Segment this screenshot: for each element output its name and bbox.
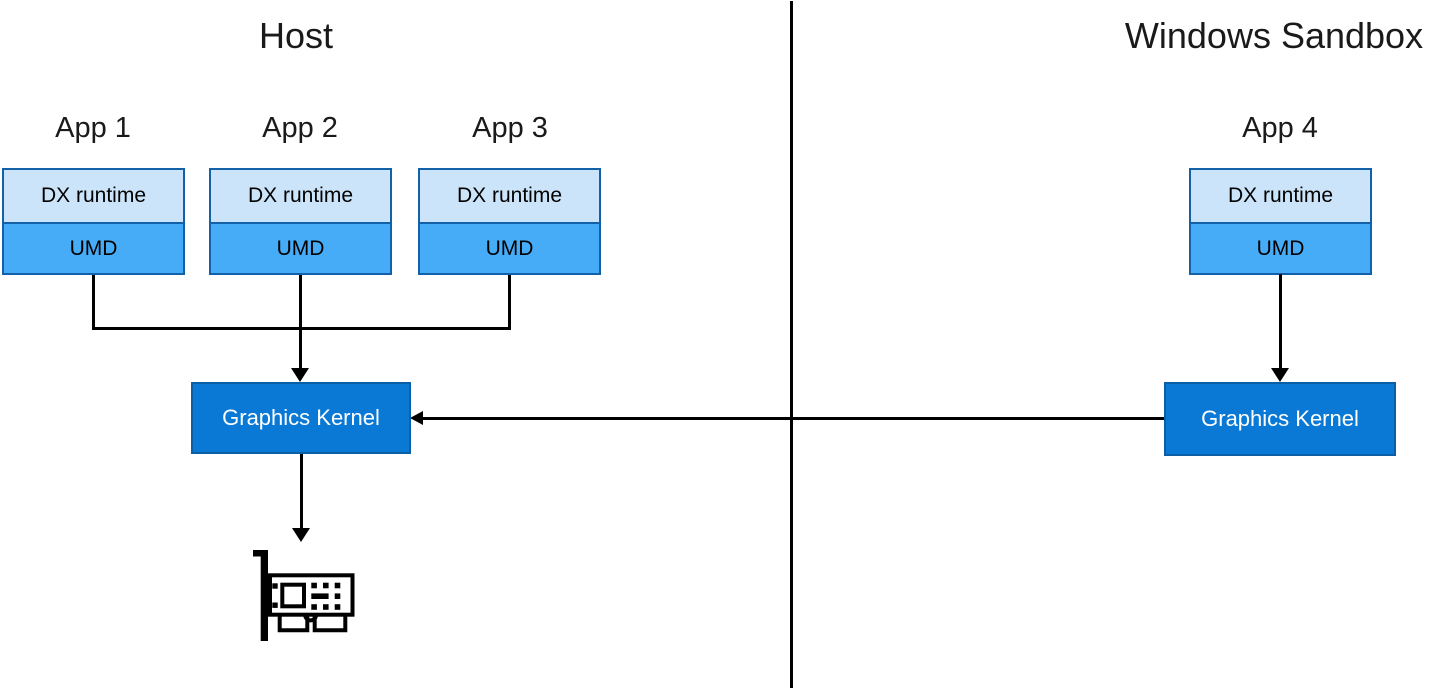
host-panel-title: Host: [258, 15, 334, 56]
app2-umd-box: UMD: [211, 224, 390, 273]
app2-label: App 2: [262, 112, 338, 144]
app2-dx-runtime-box: DX runtime: [211, 170, 390, 224]
host-graphics-kernel-box: Graphics Kernel: [191, 382, 411, 454]
connector-app4-drop-line: [1279, 274, 1282, 370]
app3-label: App 3: [472, 112, 548, 144]
app4-umd-box: UMD: [1191, 224, 1370, 273]
connector-kernel-to-gpu-line: [300, 454, 303, 530]
connector-app3-drop-line: [508, 275, 511, 330]
app4-dx-runtime-box: DX runtime: [1191, 170, 1370, 224]
arrowhead-into-host-kernel-left-icon: [410, 411, 423, 425]
app1-stack: DX runtime UMD: [2, 168, 185, 275]
gpu-card-icon: [253, 550, 355, 641]
app2-stack: DX runtime UMD: [209, 168, 392, 275]
panel-divider-line: [790, 1, 793, 688]
connector-app1-drop-line: [92, 275, 95, 330]
arrowhead-into-gpu-icon: [292, 528, 310, 542]
app4-label: App 4: [1242, 112, 1318, 144]
sandbox-panel-title: Windows Sandbox: [1124, 15, 1424, 56]
app3-umd-box: UMD: [420, 224, 599, 273]
app1-dx-runtime-box: DX runtime: [4, 170, 183, 224]
sandbox-graphics-kernel-box: Graphics Kernel: [1164, 382, 1396, 456]
arrowhead-into-host-kernel-icon: [291, 368, 309, 382]
app1-umd-box: UMD: [4, 224, 183, 273]
connector-app2-drop-line: [299, 275, 302, 371]
app3-dx-runtime-box: DX runtime: [420, 170, 599, 224]
app3-stack: DX runtime UMD: [418, 168, 601, 275]
app1-label: App 1: [55, 112, 131, 144]
connector-sandbox-to-host-kernel-line: [423, 417, 1164, 420]
arrowhead-into-sandbox-kernel-icon: [1271, 368, 1289, 382]
app4-stack: DX runtime UMD: [1189, 168, 1372, 275]
